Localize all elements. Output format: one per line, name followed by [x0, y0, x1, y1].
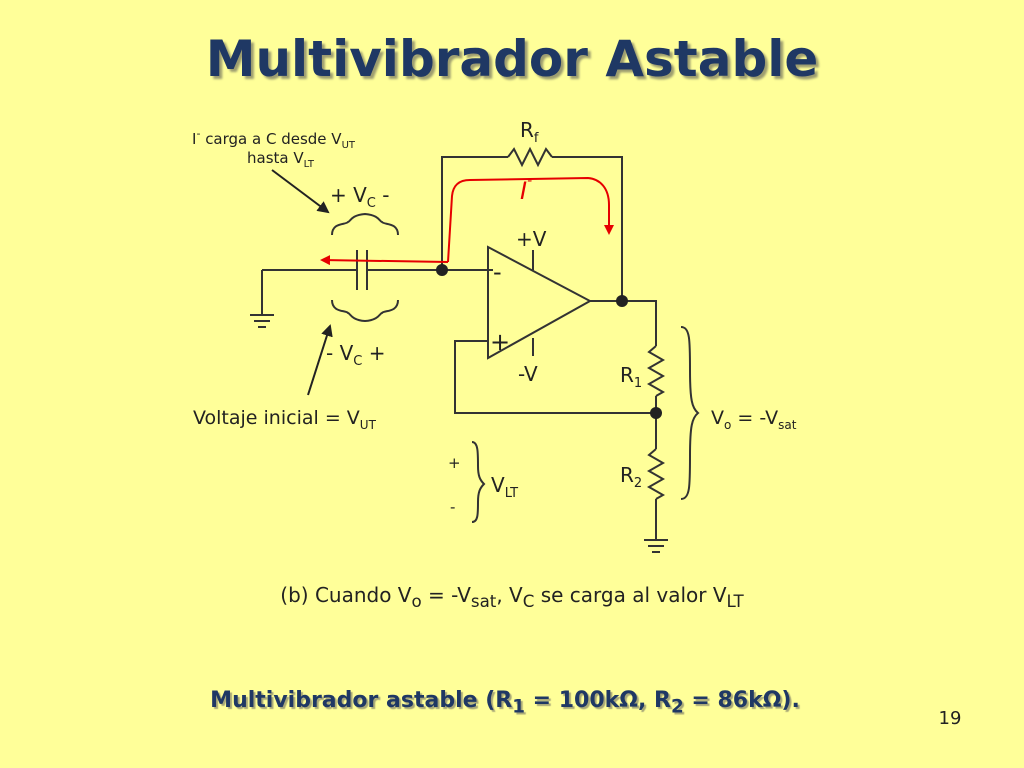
- current-arrow-feedback: [447, 176, 614, 263]
- vc-bottom-brace: [331, 299, 399, 323]
- charge-note-line2: hasta VLT: [247, 149, 315, 170]
- vo-label: Vo = -Vsat: [711, 407, 797, 432]
- slide-title: Multivibrador Astable: [205, 30, 819, 88]
- vlt-plus: +: [448, 454, 461, 472]
- initial-pointer-arrow: [307, 324, 333, 396]
- opamp-body: [487, 245, 593, 360]
- plus-v-label: +V: [516, 227, 547, 251]
- feedback-wire: [441, 156, 508, 270]
- rf-label: Rf: [520, 118, 539, 146]
- note-pointer-arrow: [271, 169, 330, 214]
- junction-inverting: [436, 264, 448, 276]
- r1-label: R1: [620, 363, 642, 391]
- vlt-label: VLT: [491, 473, 518, 501]
- r2-resistor: [646, 448, 666, 500]
- page-number: 19: [938, 708, 962, 729]
- current-arrow-capacitor: [320, 255, 449, 266]
- feedback-wire-right: [552, 156, 623, 301]
- minus-v-label: -V: [518, 362, 538, 386]
- vlt-minus: -: [450, 498, 455, 516]
- charge-note-line1: I- carga a C desde VUT: [192, 127, 356, 151]
- vlt-brace: [471, 441, 486, 523]
- ground-right-symbol: [644, 539, 668, 553]
- vc-bottom-label: - VC +: [326, 341, 385, 369]
- junction-divider: [650, 407, 662, 419]
- opamp-minus-sign: -: [493, 258, 502, 286]
- vo-brace: [680, 326, 700, 500]
- vc-top-label: + VC -: [330, 183, 389, 211]
- rf-resistor: [507, 146, 553, 168]
- diagram-caption: (b) Cuando Vo = -Vsat, VC se carga al va…: [280, 583, 744, 611]
- r2-label: R2: [620, 463, 642, 491]
- opamp-plus-sign: +: [490, 328, 510, 356]
- r1-resistor: [646, 345, 666, 397]
- footer-caption: Multivibrador astable (R1 = 100kΩ, R2 = …: [210, 688, 800, 718]
- vc-top-brace: [331, 212, 399, 236]
- ground-left-symbol: [250, 314, 274, 328]
- positive-feedback-wire: [454, 340, 656, 414]
- initial-voltage-label: Voltaje inicial = VUT: [193, 407, 377, 432]
- output-wire: [590, 300, 657, 346]
- junction-output: [616, 295, 628, 307]
- current-label: I-: [520, 173, 532, 205]
